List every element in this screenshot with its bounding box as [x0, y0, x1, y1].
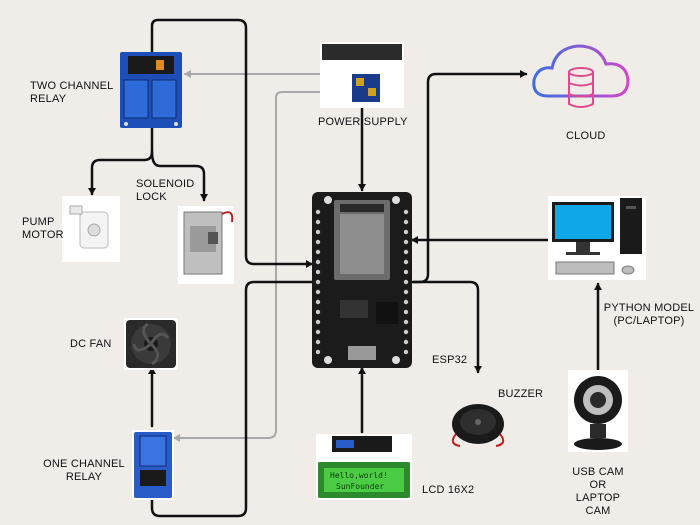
esp32-pin	[403, 289, 409, 295]
wire-two-channel-relay-to-esp32	[150, 18, 314, 268]
dc-fan-icon	[124, 318, 178, 370]
label-line: OR	[589, 479, 607, 491]
pump-motor-image	[62, 196, 120, 262]
one-channel-relay-module	[132, 430, 174, 500]
lcd-16x2-display: Hello,world! SunFounder	[316, 434, 412, 500]
label-python-model: PYTHON MODEL (PC/LAPTOP)	[600, 302, 698, 328]
esp32-board	[312, 192, 412, 368]
esp32-pin	[315, 249, 321, 255]
esp32-pin	[403, 339, 409, 345]
label-solenoid-lock: SOLENOID LOCK	[136, 178, 194, 204]
esp32-pin	[315, 339, 321, 345]
label-lcd: LCD 16X2	[422, 484, 475, 496]
esp32-pin	[315, 289, 321, 295]
wire-esp32-to-one-channel-relay	[150, 280, 314, 518]
label-line: RELAY	[30, 93, 67, 105]
esp32-pin	[403, 239, 409, 245]
label-usb-cam: USB CAM OR LAPTOP CAM	[560, 466, 636, 518]
buzzer-icon	[451, 404, 505, 447]
esp32-pin	[403, 349, 409, 355]
label-one-channel-relay: ONE CHANNEL RELAY	[34, 458, 134, 484]
label-esp32: ESP32	[432, 354, 468, 366]
esp32-pin	[315, 299, 321, 305]
esp32-pin	[403, 269, 409, 275]
esp32-pin	[315, 229, 321, 235]
label-line: TWO CHANNEL	[30, 80, 114, 92]
lcd-screen-line-1: Hello,world!	[330, 471, 388, 480]
esp32-pin	[403, 259, 409, 265]
esp32-pin	[315, 269, 321, 275]
lcd-screen-line-2: SunFounder	[336, 482, 384, 491]
label-line: LOCK	[136, 191, 167, 203]
esp32-pin	[403, 329, 409, 335]
esp32-pin	[403, 249, 409, 255]
esp32-pin	[403, 219, 409, 225]
esp32-pin	[403, 319, 409, 325]
solenoid-lock-image	[178, 206, 234, 284]
desktop-computer-icon	[548, 196, 646, 280]
esp32-pin	[403, 279, 409, 285]
label-line: MOTOR	[22, 229, 64, 241]
label-line: RELAY	[65, 471, 103, 483]
esp32-pin	[315, 209, 321, 215]
power-supply-image	[320, 42, 404, 108]
label-line: (PC/LAPTOP)	[613, 315, 685, 327]
esp32-pin	[315, 309, 321, 315]
esp32-pin	[403, 299, 409, 305]
esp32-pin	[315, 239, 321, 245]
label-line: PUMP	[22, 216, 55, 228]
label-cloud: CLOUD	[566, 130, 606, 142]
label-line: USB CAM	[572, 466, 624, 478]
esp32-pin	[315, 329, 321, 335]
esp32-pin	[315, 319, 321, 325]
esp32-pin	[315, 219, 321, 225]
esp32-pin	[403, 209, 409, 215]
esp32-pin	[315, 259, 321, 265]
label-line: CAM	[585, 505, 611, 517]
two-channel-relay-module	[120, 52, 182, 128]
webcam-icon	[568, 370, 628, 452]
wire-esp32-to-cloud	[412, 70, 528, 284]
cloud-database-icon	[532, 44, 630, 108]
label-line: SOLENOID	[136, 178, 195, 190]
esp32-pin	[403, 309, 409, 315]
esp32-pin	[403, 229, 409, 235]
wire-esp32-to-buzzer	[410, 280, 482, 374]
label-two-channel-relay: TWO CHANNEL RELAY	[30, 80, 113, 106]
wires	[88, 18, 602, 518]
wire-relay-to-solenoid	[150, 150, 208, 202]
label-dc-fan: DC FAN	[70, 338, 112, 350]
esp32-pin	[315, 349, 321, 355]
label-line: LAPTOP	[575, 492, 621, 504]
esp32-pin	[315, 279, 321, 285]
label-buzzer: BUZZER	[498, 388, 544, 400]
label-power-supply: POWER SUPPLY	[318, 116, 408, 128]
label-pump-motor: PUMP MOTOR	[22, 216, 64, 242]
label-line: PYTHON MODEL	[603, 302, 695, 314]
label-line: ONE CHANNEL	[43, 458, 125, 470]
